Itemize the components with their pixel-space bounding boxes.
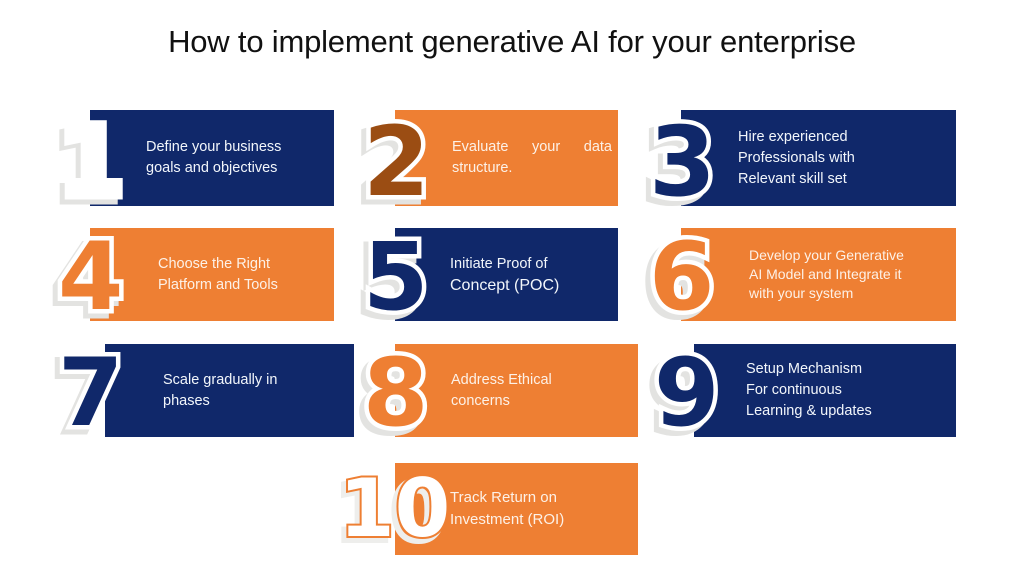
step-4-line-1: Choose the Right xyxy=(158,255,271,272)
step-4-line-2: Platform and Tools xyxy=(158,276,278,293)
step-9-background xyxy=(694,344,956,437)
step-card-5[interactable]: 5 5 5 Initiate Proof of Concept (POC) xyxy=(353,226,618,334)
step-3-background xyxy=(681,110,956,206)
step-4-background xyxy=(90,228,334,321)
step-5-line-2: Concept (POC) xyxy=(450,276,560,294)
step-card-2[interactable]: 2 2 2 Evaluate your data structure. xyxy=(354,110,618,220)
step-6-background xyxy=(681,228,956,321)
step-card-8[interactable]: 8 8 8 Address Ethical concerns xyxy=(353,342,638,450)
step-4-text: Choose the Right Platform and Tools xyxy=(158,228,326,321)
page-title: How to implement generative AI for your … xyxy=(168,24,856,59)
step-2-line-1: Evaluate your data xyxy=(452,137,612,158)
step-1-text: Define your business goals and objective… xyxy=(146,110,326,206)
step-1-line-1: Define your business xyxy=(146,139,282,155)
step-5-background xyxy=(395,228,618,321)
step-1-background xyxy=(90,110,334,206)
step-9-line-2: For continuous xyxy=(746,382,842,398)
step-2-line-1-w1: Evaluate xyxy=(452,139,509,155)
step-10-line-1: Track Return on xyxy=(450,489,557,506)
step-6-line-2: AI Model and Integrate it xyxy=(749,266,902,282)
step-6-text: Develop your Generative AI Model and Int… xyxy=(749,228,950,321)
step-10-background xyxy=(395,463,638,555)
step-card-10[interactable]: 10 10 10 Track Return on Investment (ROI… xyxy=(332,463,638,556)
step-9-line-1: Setup Mechanism xyxy=(746,361,863,377)
step-9-text: Setup Mechanism For continuous Learning … xyxy=(746,344,948,437)
step-8-line-2: concerns xyxy=(451,392,510,409)
step-6-line-3: with your system xyxy=(749,285,854,301)
step-card-3[interactable]: 3 3 3 Hire experienced Professionals wit… xyxy=(640,110,956,220)
step-3-line-3: Relevant skill set xyxy=(738,170,847,187)
step-10-text: Track Return on Investment (ROI) xyxy=(450,463,630,555)
step-2-text: Evaluate your data structure. xyxy=(452,110,612,206)
step-5-line-1: Initiate Proof of xyxy=(450,255,548,272)
step-3-line-1: Hire experienced xyxy=(738,128,848,145)
step-8-line-1: Address Ethical xyxy=(451,371,552,388)
step-card-9[interactable]: 9 9 9 Setup Mechanism For continuous Lea… xyxy=(644,342,956,450)
step-3-line-2: Professionals with xyxy=(738,149,855,166)
step-7-line-2: phases xyxy=(163,392,210,409)
step-card-7[interactable]: 7 7 7 Scale gradually in phases xyxy=(48,342,354,450)
step-7-line-1: Scale gradually in xyxy=(163,371,278,388)
step-card-1[interactable]: 1 1 1 Define your business goals and obj… xyxy=(49,110,334,220)
step-7-text: Scale gradually in phases xyxy=(163,344,346,437)
step-5-text: Initiate Proof of Concept (POC) xyxy=(450,228,610,321)
step-card-4[interactable]: 4 4 4 Choose the Right Platform and Tool… xyxy=(48,226,334,334)
step-10-line-2: Investment (ROI) xyxy=(450,511,565,528)
step-8-background xyxy=(395,344,638,437)
step-8-text: Address Ethical concerns xyxy=(451,344,630,437)
step-7-background xyxy=(105,344,354,437)
step-2-line-2: structure. xyxy=(452,160,513,176)
step-2-background xyxy=(395,110,618,206)
step-6-line-1: Develop your Generative xyxy=(749,247,904,263)
step-2-line-1-w2: your xyxy=(531,139,561,155)
step-card-6[interactable]: 6 6 6 Develop your Generative AI Model a… xyxy=(639,226,956,334)
step-1-line-2: goals and objectives xyxy=(146,160,278,176)
step-3-text: Hire experienced Professionals with Rele… xyxy=(738,110,948,206)
step-9-line-3: Learning & updates xyxy=(746,403,872,419)
step-2-line-1-w3: data xyxy=(583,139,612,155)
